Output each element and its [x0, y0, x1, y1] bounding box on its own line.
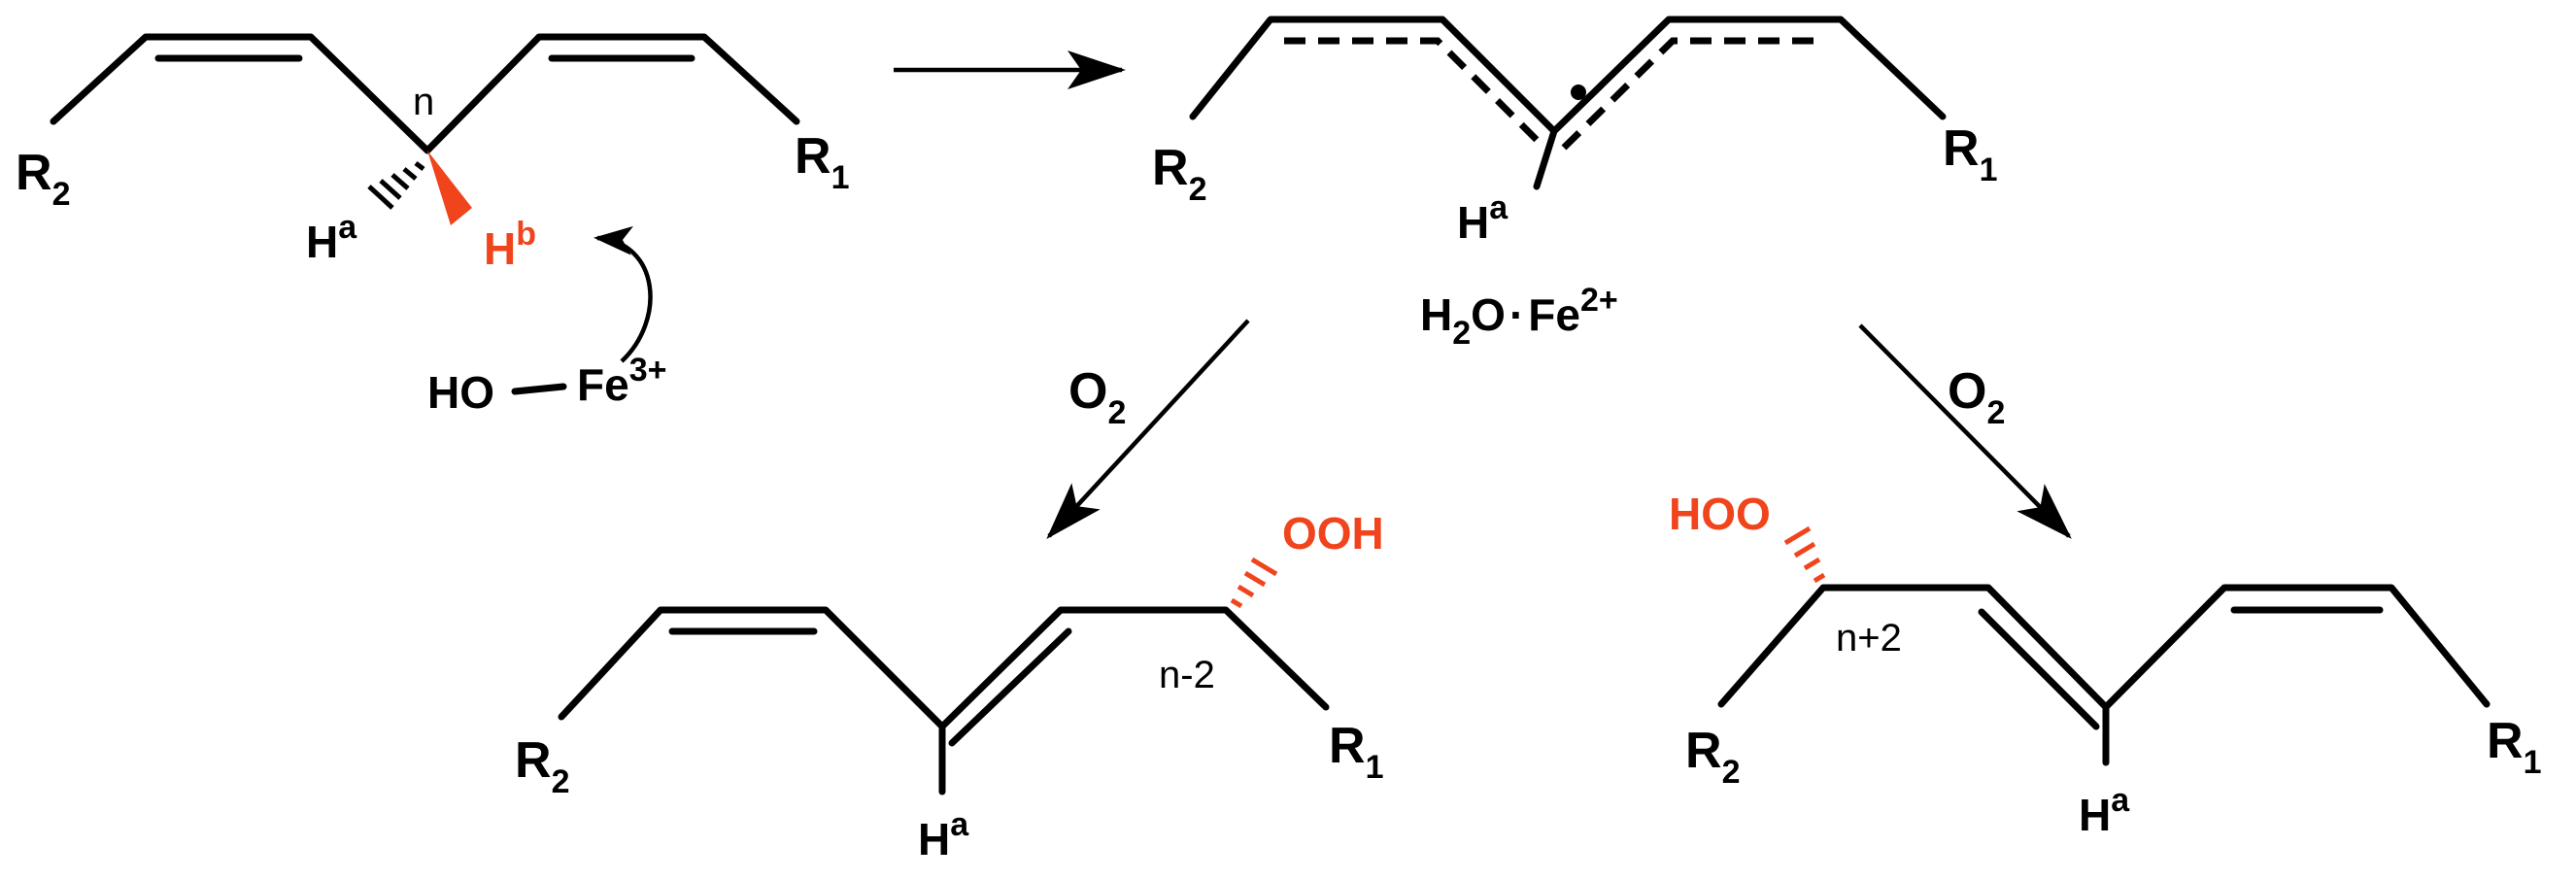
r2-label: R2 [1152, 140, 1206, 208]
bold-wedge-hb [427, 151, 472, 225]
product-n-plus-2: R2 R1 Ha n+2 HOO [1669, 489, 2541, 840]
hb-label: Hb [484, 216, 536, 274]
hashed-bond-ooh [1230, 557, 1278, 609]
r1-label: R1 [2487, 713, 2541, 781]
r1-label: R1 [1329, 718, 1383, 786]
ha-label: Ha [306, 209, 357, 267]
delocalized-bond-right [1561, 37, 1826, 151]
ho-fe-bond [511, 383, 567, 395]
ho-label: HO [427, 367, 494, 418]
carbon-n-minus-2-label: n-2 [1159, 654, 1215, 696]
radical-backbone [1189, 16, 1947, 135]
substrate-molecule: R2 R1 n Ha Hb HO Fe3+ [16, 33, 849, 418]
o2-label-right: O2 [1948, 363, 2005, 431]
delocalized-bond-left [1284, 37, 1547, 151]
trans-double-bond [1978, 608, 2100, 730]
radical-dot [1571, 85, 1586, 100]
trans-double-bond [948, 627, 1072, 747]
r2-label: R2 [515, 732, 569, 800]
oxygen-arrow-right [1858, 323, 2072, 539]
ha-label: Ha [2079, 782, 2130, 840]
r2-label: R2 [1685, 723, 1740, 791]
water-iron-label: H2O·Fe2+ [1420, 282, 1618, 352]
carbon-n-label: n [413, 81, 434, 123]
ooh-group-label: OOH [1282, 508, 1384, 558]
hashed-wedge-ha [367, 161, 425, 210]
ha-label: Ha [1457, 189, 1508, 248]
oxygen-arrow-left [1046, 319, 1250, 539]
c-ha-bond [1533, 127, 1558, 190]
r1-label: R1 [1943, 120, 1997, 188]
r1-label: R1 [795, 128, 849, 196]
radical-intermediate: R2 R1 Ha H2O·Fe2+ [1152, 16, 1997, 352]
carbon-n-plus-2-label: n+2 [1836, 617, 1902, 660]
curved-arrow-h-abstraction [593, 225, 653, 363]
o2-label-left: O2 [1068, 363, 1126, 431]
fe3-label: Fe3+ [577, 352, 666, 410]
hashed-bond-hoo [1783, 525, 1826, 584]
r2-label: R2 [16, 145, 70, 213]
ha-label: Ha [918, 806, 969, 864]
hoo-group-label: HOO [1669, 489, 1771, 539]
product-n-minus-2: R2 R1 Ha n-2 OOH [515, 508, 1384, 864]
